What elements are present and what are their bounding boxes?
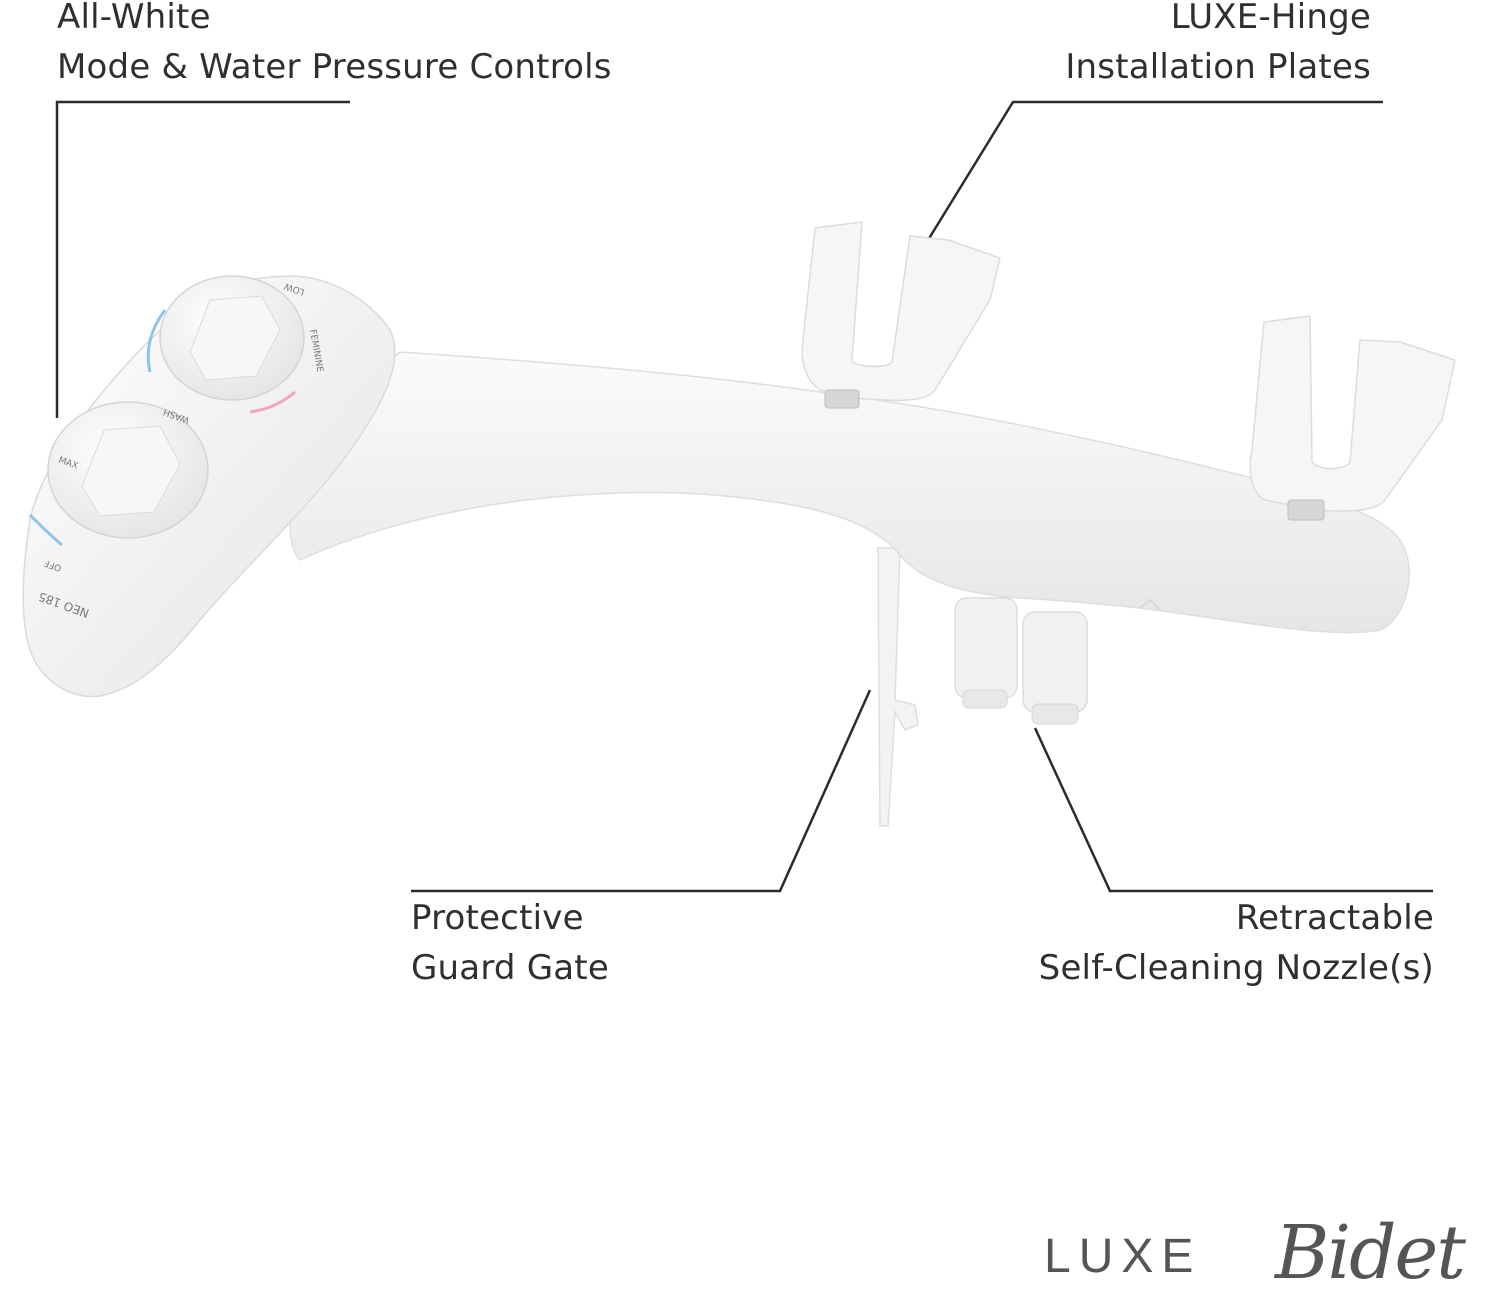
- hinge-plate-right: [1249, 315, 1456, 521]
- brand-script: Bidet: [1275, 1210, 1466, 1296]
- brand-logo: LUXE Bidet: [1044, 1210, 1466, 1302]
- callout-nozzle-line2: Self-Cleaning Nozzle(s): [1038, 948, 1434, 988]
- pressure-knob: [28, 401, 209, 547]
- callout-controls-line1: All-White: [57, 0, 211, 37]
- leader-guard: [411, 689, 872, 893]
- nozzles: [954, 597, 1088, 725]
- callout-controls: All-White Mode & Water Pressure Controls: [57, 0, 612, 92]
- callout-guard-line1: Protective: [411, 898, 584, 938]
- callout-guard: Protective Guard Gate: [411, 893, 609, 993]
- callout-hinge-line1: LUXE-Hinge: [1170, 0, 1371, 37]
- guard-gate: [877, 547, 919, 827]
- callout-nozzle: Retractable Self-Cleaning Nozzle(s): [1039, 893, 1434, 993]
- leader-hinge: [923, 100, 1383, 246]
- leader-controls: [55, 100, 350, 418]
- callout-controls-line2: Mode & Water Pressure Controls: [57, 47, 612, 87]
- callout-guard-line2: Guard Gate: [411, 948, 609, 988]
- leader-lines: [55, 100, 1433, 893]
- hinge-plate-left: [801, 221, 1001, 409]
- brand-word: LUXE: [1044, 1230, 1202, 1283]
- mode-knob: [146, 275, 305, 414]
- bidet-arm: [289, 351, 1410, 634]
- callout-hinge: LUXE-Hinge Installation Plates: [1065, 0, 1371, 92]
- callout-hinge-line2: Installation Plates: [1065, 47, 1371, 87]
- leader-nozzle: [1033, 727, 1433, 893]
- callout-nozzle-line1: Retractable: [1235, 898, 1434, 938]
